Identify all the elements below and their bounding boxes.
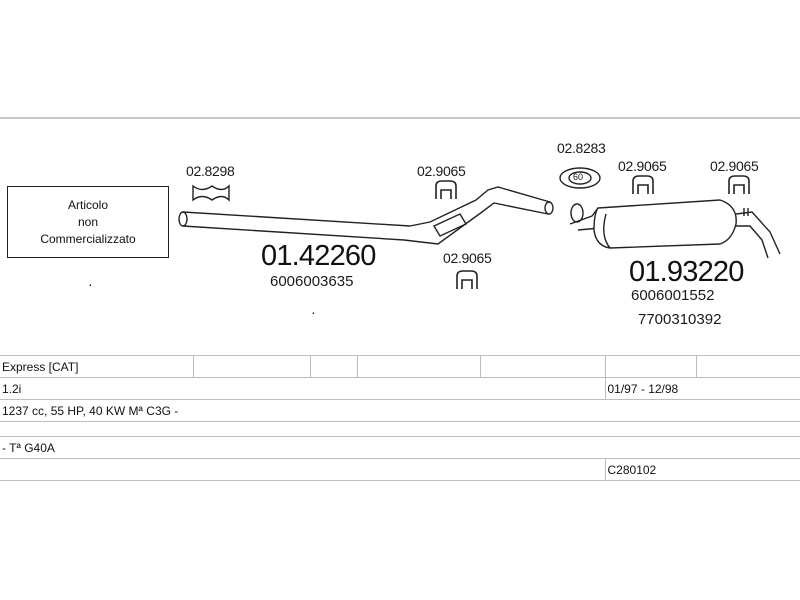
- rear-muffler-drawing: [569, 199, 781, 259]
- notice-line-3: Commercializzato: [40, 231, 136, 246]
- rear-muffler-oem-number: 7700310392: [638, 311, 722, 328]
- type-cell: - Tª G40A: [0, 436, 800, 459]
- dot-mark: ·: [88, 276, 93, 292]
- period-cell: 01/97 - 12/98: [604, 377, 800, 400]
- specs-cell: 1237 cc, 55 HP, 40 KW Mª C3G -: [0, 399, 800, 422]
- rubber-mount-icon: [456, 270, 478, 289]
- engine-cell: 1.2i: [0, 377, 606, 400]
- dot-mark: ·: [311, 304, 316, 320]
- table-row: Express [CAT]: [0, 355, 800, 378]
- header-divider: [0, 117, 800, 119]
- mount-part-code[interactable]: 02.9065: [710, 158, 759, 174]
- mount-part-code[interactable]: 02.9065: [417, 163, 466, 179]
- rubber-mount-icon: [728, 175, 750, 194]
- rear-muffler-part-code[interactable]: 01.93220: [629, 256, 744, 288]
- front-pipe-drawing: [178, 186, 554, 245]
- rubber-mount-icon: [632, 175, 654, 194]
- clamp-icon: [192, 184, 230, 202]
- front-pipe-part-code[interactable]: 01.42260: [261, 240, 376, 272]
- vehicle-info-table: Express [CAT] 1.2i 01/97 - 12/98 1237 cc…: [0, 355, 800, 481]
- mount-part-code[interactable]: 02.9065: [618, 158, 667, 174]
- table-row: 1237 cc, 55 HP, 40 KW Mª C3G -: [0, 399, 800, 422]
- clamp-part-code[interactable]: 02.8298: [186, 163, 235, 179]
- table-row: 1.2i 01/97 - 12/98: [0, 377, 800, 400]
- gasket-part-code[interactable]: 02.8283: [557, 140, 606, 156]
- table-row: C280102: [0, 458, 800, 481]
- notice-line-2: non: [77, 214, 99, 229]
- mount-part-code[interactable]: 02.9065: [443, 250, 492, 266]
- table-row: - Tª G40A: [0, 436, 800, 459]
- notice-line-1: Articolo: [67, 197, 108, 212]
- gasket-badge: 60: [573, 172, 584, 182]
- model-cell: Express [CAT]: [0, 355, 194, 378]
- gasket-icon: [559, 167, 601, 189]
- rubber-mount-icon: [435, 180, 457, 199]
- catalog-code-cell: C280102: [604, 458, 800, 481]
- not-available-notice: Articolo non Commercializzato: [7, 186, 169, 258]
- rear-muffler-oem-number: 6006001552: [631, 287, 715, 304]
- table-row: [0, 421, 800, 437]
- front-pipe-oem-number: 6006003635: [270, 273, 354, 290]
